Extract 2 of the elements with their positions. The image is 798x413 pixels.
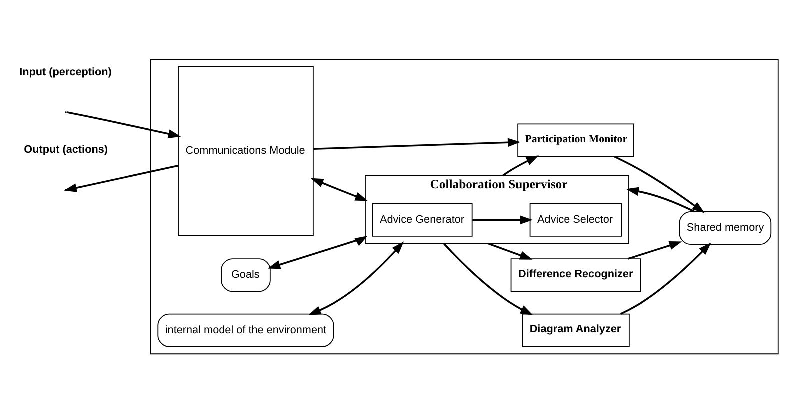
- label: Output (actions): [24, 144, 108, 156]
- label: Input (perception): [20, 66, 112, 78]
